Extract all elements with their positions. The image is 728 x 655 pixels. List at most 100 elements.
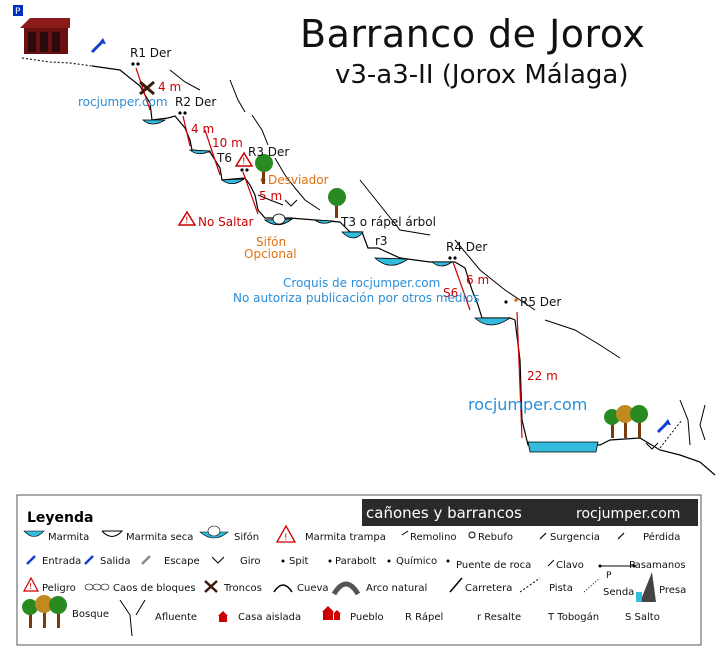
canyon-wall-line [454,239,536,311]
label-t3: T3 o rápel árbol [340,215,436,229]
canyon-wall-line [359,179,431,236]
spit-anchor [178,111,182,115]
senda-legend-icon [583,577,601,593]
marmita-pool [313,219,335,224]
pista-legend-icon [519,577,541,593]
afluente-line [699,404,706,441]
label-r4: R4 Der [446,240,487,254]
credit-line-2: No autoriza publicación por otros medios [233,291,479,305]
watermark-top: rocjumper.com [78,95,168,109]
canyon-wall-line [257,194,284,206]
entrada-legend-icon [26,555,36,565]
distance-10m: 10 m [212,136,243,150]
parking-marker: P [13,5,23,17]
legend-marmita: Marmita [48,532,89,543]
legend-marmita-seca: Marmita seca [126,532,193,543]
parabolt-anchor [453,256,457,260]
legend-banner [362,499,698,526]
exit-path [659,419,683,449]
legend-arco: Arco natural [366,583,427,594]
legend-marmita-trampa: Marmita trampa [305,532,386,543]
legend-remolino: Remolino [410,532,457,543]
svg-text:!: ! [242,157,246,167]
giro-icon [645,442,659,450]
legend-quimico: Químico [396,555,437,567]
tree-icon [255,154,273,184]
label-s6: S6 [443,286,458,300]
legend-surgencia: Surgencia [550,532,600,543]
legend-entrada: Entrada [42,556,81,567]
svg-text:!: ! [185,216,189,226]
legend-pasamanos: Pasamanos [629,560,686,571]
pueblo-legend-icon [322,606,341,620]
forest-icon [604,405,648,438]
canyon-wall-line [251,114,269,146]
legend-giro: Giro [240,556,261,567]
label-no-saltar: No Saltar [198,215,253,229]
svg-text:!: ! [284,533,288,543]
entrada-arrow-icon [90,38,106,54]
legend-p-letter: P [606,571,612,581]
puente-roca-legend-icon [446,559,450,563]
canyon-wall-line [544,319,621,359]
legend-perdida: Pérdida [643,531,680,543]
perdida-legend-icon [617,532,625,540]
quimico-legend-icon [387,559,391,563]
marmita-pools [141,119,599,453]
legend-bosque: Bosque [72,609,109,620]
legend-resalte: r Resalte [477,612,521,623]
distance-4m-b: 4 m [191,122,214,136]
salida-arrow-icon [656,419,671,434]
page-title: Barranco de Jorox [300,12,646,56]
legend-spit: Spit [289,556,308,567]
legend-senda: Senda [603,587,634,598]
marmita-pool [220,178,246,185]
canyon-wall-line [274,157,321,211]
parabolt-anchor [448,256,452,260]
legend-pista: Pista [549,583,573,594]
label-sifon: Sifón [256,235,286,249]
legend-banner-right: rocjumper.com [576,506,680,522]
label-r3-small: r3 [375,234,388,248]
legend-escape: Escape [164,556,200,567]
caos-legend-icon [84,583,110,591]
legend-casa: Casa aislada [238,612,301,623]
legend-tobogan: T Tobogán [547,611,599,623]
legend-rapel: R Rápel [405,611,443,623]
legend-caos: Caos de bloques [113,583,196,594]
giro-icon [284,199,298,207]
label-t6: T6 [216,151,232,165]
marmita-seca-legend-icon [101,530,124,537]
marmita-pool [188,149,212,155]
marmita-pool [473,317,512,326]
peligro-legend-icon: ! [22,576,40,592]
distance-6m: 6 m [466,273,489,287]
presa-legend-icon [636,572,656,602]
svg-text:!: ! [29,582,32,591]
spit-anchor [504,300,508,304]
arco-legend-icon [331,581,361,596]
sifon-legend-icon [199,525,229,539]
marmita-pool [527,441,599,453]
spit-anchor [183,111,187,115]
legend-afluente: Afluente [155,612,197,623]
sifon-icon [272,213,286,225]
spit-legend-icon [281,559,285,563]
label-r3: R3 Der [248,145,289,159]
marmita-pool [141,119,167,125]
parabolt-legend-icon [328,559,332,563]
troncos-icon [139,80,155,96]
label-r2: R2 Der [175,95,216,109]
canyon-wall-line [169,69,201,91]
afluente-line [679,399,691,446]
marmita-trampa-legend-icon: ! [275,524,297,543]
legend-salto: S Salto [625,612,660,623]
afluente-legend-icon [119,599,146,637]
puente-roca-anchor [514,298,518,302]
label-r1: R1 Der [130,46,171,60]
peligro-icon: ! [234,151,254,167]
troncos-legend-icon [204,580,218,593]
spit-anchor [131,62,135,66]
remolino-legend-icon [401,530,409,536]
